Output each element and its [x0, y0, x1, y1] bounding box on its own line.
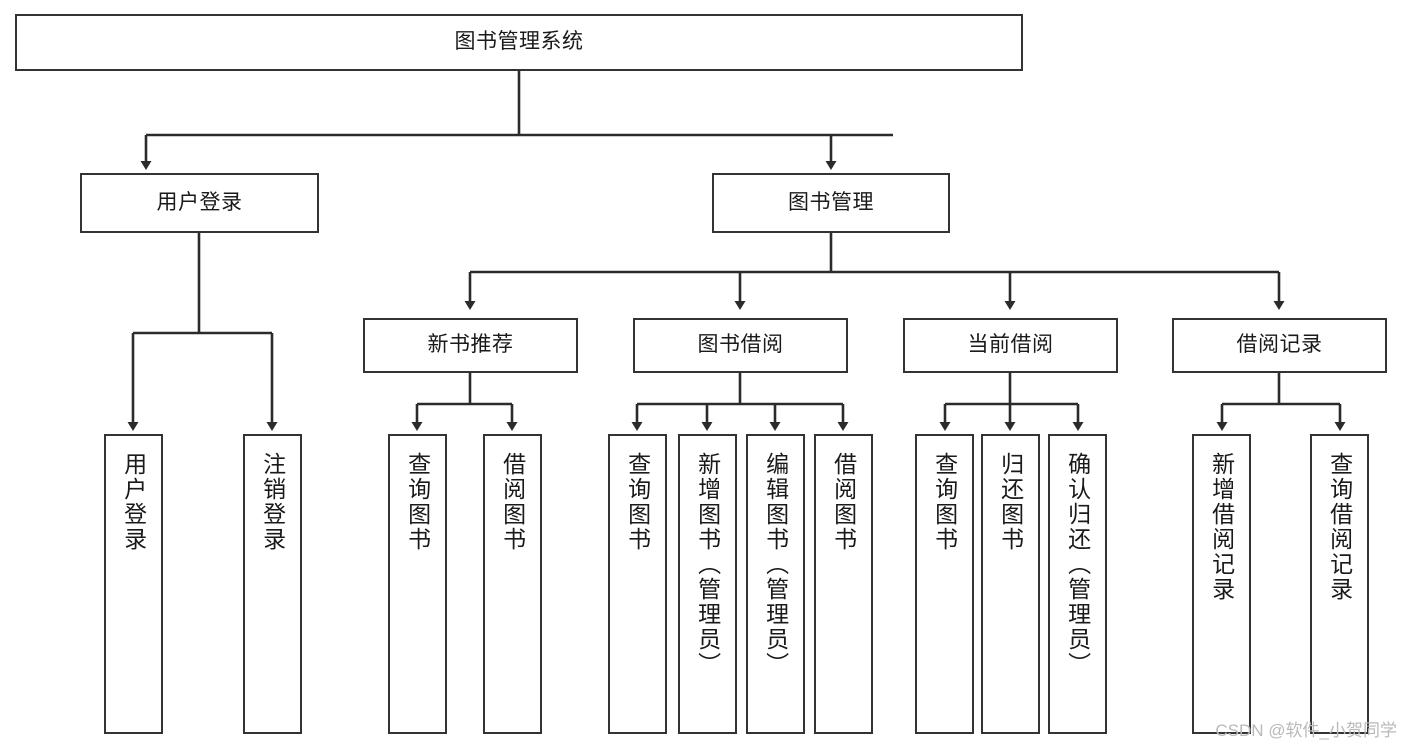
leaf-recommend-borrow-book-label: 借阅图书: [499, 452, 526, 552]
node-user-login[interactable]: 用户登录: [80, 173, 319, 233]
node-borrow-records[interactable]: 借阅记录: [1172, 318, 1387, 373]
node-book-management-label: 图书管理: [788, 190, 874, 214]
node-borrow-records-label: 借阅记录: [1236, 333, 1323, 357]
leaf-borrow-add-book[interactable]: 新增图书（管理员）: [678, 434, 737, 734]
leaf-current-return-book[interactable]: 归还图书: [981, 434, 1040, 734]
leaf-recommend-query-book[interactable]: 查询图书: [388, 434, 447, 734]
leaf-borrow-edit-book[interactable]: 编辑图书（管理员）: [746, 434, 805, 734]
leaf-recommend-borrow-book[interactable]: 借阅图书: [483, 434, 542, 734]
leaf-borrow-edit-book-label: 编辑图书（管理员）: [762, 452, 789, 677]
leaf-borrow-borrow-book[interactable]: 借阅图书: [814, 434, 873, 734]
node-new-book-recommend-label: 新书推荐: [427, 333, 514, 357]
leaf-current-query-book-label: 查询图书: [931, 452, 958, 552]
leaf-recommend-query-book-label: 查询图书: [404, 452, 431, 552]
watermark-text: CSDN @软件_小贺同学: [1215, 721, 1397, 740]
node-user-login-label: 用户登录: [156, 190, 243, 214]
leaf-current-confirm-return[interactable]: 确认归还（管理员）: [1048, 434, 1107, 734]
leaf-records-add-record-label: 新增借阅记录: [1208, 452, 1235, 602]
leaf-borrow-query-book-label: 查询图书: [624, 452, 651, 552]
leaf-records-query-record[interactable]: 查询借阅记录: [1310, 434, 1369, 734]
leaf-current-confirm-return-label: 确认归还（管理员）: [1064, 452, 1091, 677]
leaf-borrow-borrow-book-label: 借阅图书: [830, 452, 857, 552]
leaf-user-login-logout-label: 注销登录: [259, 452, 286, 552]
leaf-user-login-login[interactable]: 用户登录: [104, 434, 163, 734]
leaf-current-return-book-label: 归还图书: [997, 452, 1024, 552]
node-current-borrow[interactable]: 当前借阅: [903, 318, 1118, 373]
node-new-book-recommend[interactable]: 新书推荐: [363, 318, 578, 373]
leaf-current-query-book[interactable]: 查询图书: [915, 434, 974, 734]
leaf-records-query-record-label: 查询借阅记录: [1326, 452, 1353, 602]
node-current-borrow-label: 当前借阅: [967, 333, 1054, 357]
node-root-label: 图书管理系统: [454, 30, 584, 54]
node-book-management[interactable]: 图书管理: [712, 173, 950, 233]
leaf-user-login-login-label: 用户登录: [120, 452, 147, 552]
leaf-records-add-record[interactable]: 新增借阅记录: [1192, 434, 1251, 734]
node-book-borrow[interactable]: 图书借阅: [633, 318, 848, 373]
node-book-borrow-label: 图书借阅: [697, 333, 784, 357]
leaf-user-login-logout[interactable]: 注销登录: [243, 434, 302, 734]
leaf-borrow-add-book-label: 新增图书（管理员）: [694, 452, 721, 677]
node-root[interactable]: 图书管理系统: [15, 14, 1023, 71]
leaf-borrow-query-book[interactable]: 查询图书: [608, 434, 667, 734]
